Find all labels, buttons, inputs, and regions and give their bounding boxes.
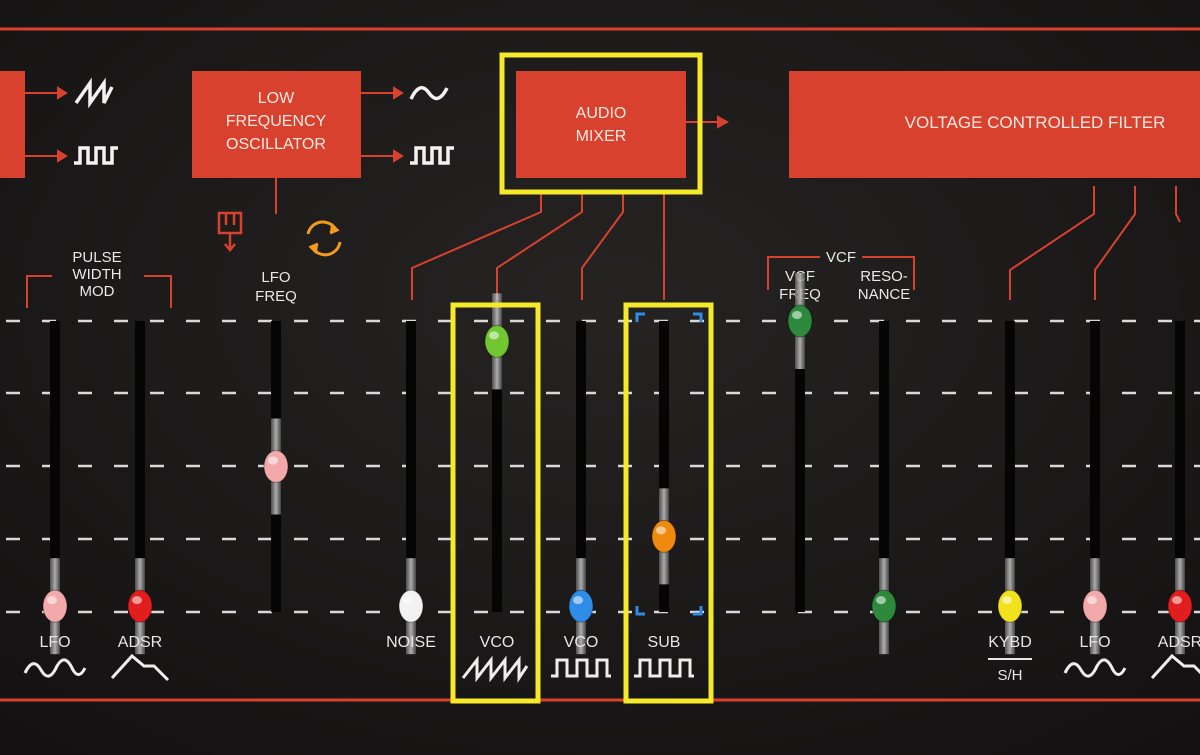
slider-track[interactable]	[135, 321, 145, 612]
knob-highlight	[1002, 596, 1012, 605]
slider-kybd[interactable]	[997, 321, 1023, 655]
sawtooth-icon	[461, 655, 529, 683]
slider-noise[interactable]	[398, 321, 424, 655]
slider-knob[interactable]	[42, 589, 68, 623]
slider-env-lfo[interactable]	[1082, 321, 1108, 655]
vco-output-arrows	[25, 86, 68, 163]
vcf-block-label: VOLTAGE CONTROLLED FILTER	[905, 113, 1166, 132]
slider-track[interactable]	[1175, 321, 1185, 612]
envelope-icon	[110, 653, 170, 682]
knob-highlight	[792, 311, 802, 319]
slider-labels: LFO ADSR NOISE VCO VCO SUB KYBD S/H LFO ADSR	[23, 634, 1200, 684]
knob-highlight	[132, 596, 142, 605]
pwm-bracket	[26, 275, 172, 308]
knob-highlight	[1087, 596, 1097, 605]
mixer-wires	[411, 193, 665, 300]
slider-knob[interactable]	[997, 589, 1023, 623]
slider-track[interactable]	[1090, 321, 1100, 612]
slider-track[interactable]	[659, 321, 669, 612]
square-wave-icon	[74, 146, 118, 165]
slider-lfo-freq[interactable]	[263, 321, 289, 612]
slider-label-env-lfo: LFO	[1079, 634, 1110, 651]
slider-label-sub: SUB	[648, 634, 681, 651]
slider-label-vco-square: VCO	[564, 634, 599, 651]
slider-pwm-adsr[interactable]	[127, 321, 153, 655]
highlight-boxes	[450, 52, 714, 704]
sawtooth-icon	[74, 77, 114, 109]
slider-track[interactable]	[795, 321, 805, 612]
knob-highlight	[1172, 596, 1182, 605]
vcf-block	[789, 71, 1200, 178]
sine-wave-icon	[409, 86, 449, 101]
slider-track[interactable]	[879, 321, 889, 612]
mixer-highlight-box	[499, 52, 703, 195]
keyboard-icon	[217, 211, 243, 252]
slider-knob[interactable]	[651, 519, 677, 553]
slider-label-pwm-lfo: LFO	[39, 634, 70, 651]
slider-knob[interactable]	[787, 304, 813, 338]
slider-label-vco-saw: VCO	[480, 634, 515, 651]
slider-track[interactable]	[492, 321, 502, 612]
resonance-header: RESO-NANCE	[858, 268, 911, 303]
triangle-icon	[23, 658, 87, 678]
slider-knob[interactable]	[484, 324, 510, 358]
slider-sub[interactable]	[651, 321, 677, 612]
filter-wires	[1009, 186, 1181, 300]
triangle-icon	[1063, 658, 1127, 678]
knob-highlight	[656, 526, 666, 535]
square-wave-icon	[634, 658, 694, 678]
slider-knob[interactable]	[1082, 589, 1108, 623]
square-wave-icon	[410, 146, 454, 165]
knob-highlight	[268, 456, 278, 465]
slider-knob[interactable]	[871, 589, 897, 623]
slider-sublabel-kybd: S/H	[997, 667, 1022, 684]
envelope-icon	[1150, 653, 1200, 680]
lfo-output-arrows	[361, 86, 404, 163]
knob-highlight	[489, 331, 499, 340]
slider-label-pwm-adsr: ADSR	[118, 634, 162, 651]
slider-track[interactable]	[1005, 321, 1015, 612]
slider-knob[interactable]	[568, 589, 594, 623]
slider-knob[interactable]	[398, 589, 424, 623]
knob-highlight	[573, 596, 583, 605]
slider-vco-saw[interactable]	[484, 293, 510, 612]
knob-highlight	[876, 596, 886, 605]
slider-vcf-freq[interactable]	[787, 273, 813, 612]
sub-highlight-box	[623, 302, 714, 704]
slider-label-env-adsr: ADSR	[1158, 634, 1200, 651]
slider-label-noise: NOISE	[386, 634, 436, 651]
slider-label-kybd: KYBD	[988, 634, 1032, 651]
slider-knob[interactable]	[127, 589, 153, 623]
square-wave-icon	[551, 658, 611, 678]
slider-resonance[interactable]	[871, 321, 897, 655]
audio-mixer-block	[516, 71, 686, 178]
slider-track[interactable]	[576, 321, 586, 612]
knob-highlight	[403, 596, 413, 605]
vco-highlight-box	[450, 302, 541, 704]
slider-knob[interactable]	[1167, 589, 1193, 623]
slider-track[interactable]	[50, 321, 60, 612]
vcf-group-header: VCF	[826, 249, 856, 266]
slider-knob[interactable]	[263, 450, 289, 483]
lfo-block	[192, 71, 361, 178]
vco-block	[0, 71, 25, 178]
slider-bank	[42, 273, 1193, 655]
slider-vco-square[interactable]	[568, 321, 594, 655]
sub-selection-corners	[635, 312, 703, 616]
sync-icon[interactable]	[306, 220, 342, 257]
vcf-bracket	[767, 256, 915, 290]
slider-track[interactable]	[406, 321, 416, 612]
slider-pwm-lfo[interactable]	[42, 321, 68, 655]
slider-env-adsr[interactable]	[1167, 321, 1193, 655]
knob-highlight	[47, 596, 57, 605]
